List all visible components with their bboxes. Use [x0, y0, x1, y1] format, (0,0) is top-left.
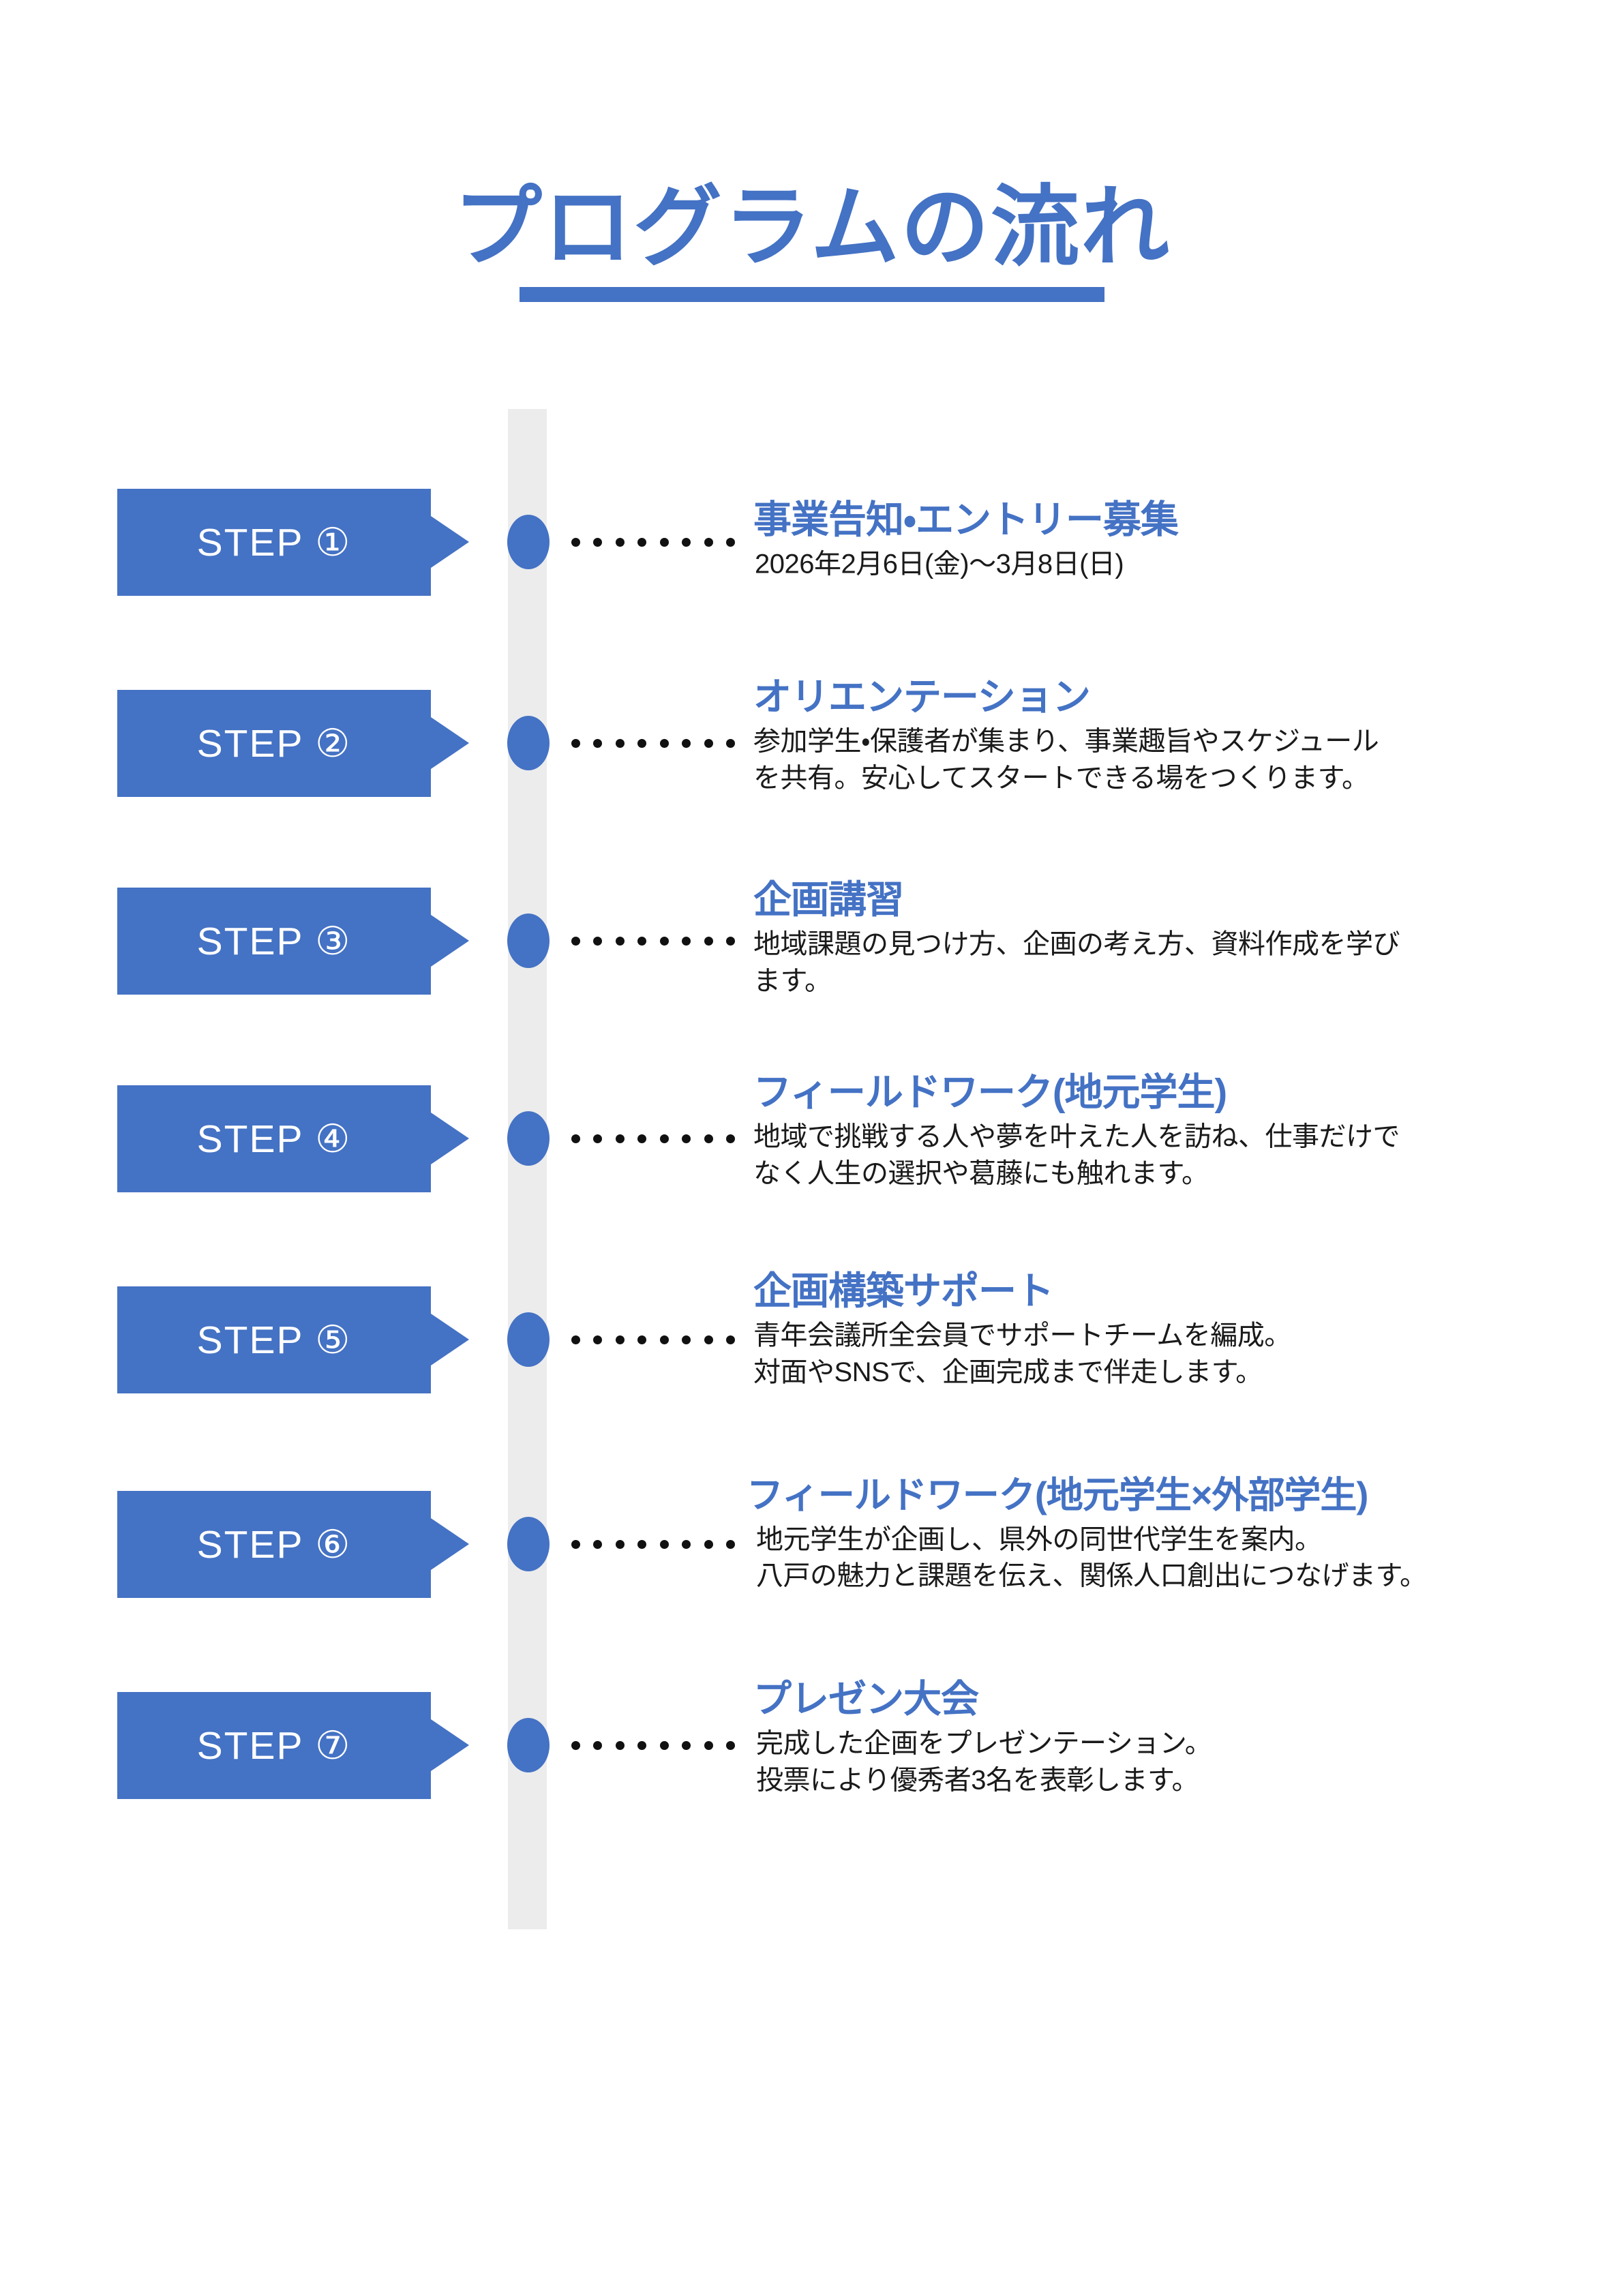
step-chip-6[interactable]: STEP ⑥ [117, 1491, 431, 1598]
step-chip-3[interactable]: STEP ③ [117, 888, 431, 995]
arrow-right-icon [431, 516, 469, 568]
timeline-node-5 [507, 1312, 550, 1367]
step-chip-label-5: STEP ⑤ [196, 1318, 352, 1362]
connector-dots-2 [571, 738, 735, 748]
step-body-7: プレゼン大会 完成した企画をプレゼンテーション。 投票により優秀者3名を表彰しま… [753, 1677, 1558, 1799]
page-title: プログラムの流れ [453, 177, 1171, 277]
title-underline-bar [520, 287, 1104, 302]
step-chip-2[interactable]: STEP ② [117, 690, 431, 797]
step-chip-4[interactable]: STEP ④ [117, 1085, 431, 1192]
timeline-node-2 [507, 716, 550, 770]
step-body-6: フィールドワーク(地元学生×外部学生) 地元学生が企画し、県外の同世代学生を案内… [747, 1474, 1606, 1595]
arrow-right-icon [431, 1113, 469, 1164]
step-heading-7: プレゼン大会 [753, 1677, 979, 1721]
step-description-4: 地域で挑戦する人や夢を叶えた人を訪ね、仕事だけで なく人生の選択や葛藤にも触れま… [753, 1121, 1400, 1189]
connector-dots-1 [571, 537, 735, 547]
step-description-5: 青年会議所全会員でサポートチームを編成。 対面やSNSで、企画完成まで伴走します… [753, 1320, 1291, 1387]
connector-dots-3 [571, 936, 735, 946]
step-chip-label-1: STEP ① [196, 520, 352, 564]
step-chip-1[interactable]: STEP ① [117, 489, 431, 596]
connector-dots-7 [571, 1740, 735, 1750]
step-body-4: フィールドワーク(地元学生) 地域で挑戦する人や夢を叶えた人を訪ね、仕事だけで … [753, 1070, 1558, 1192]
timeline-track [508, 409, 547, 1929]
step-chip-5[interactable]: STEP ⑤ [117, 1286, 431, 1393]
step-heading-6: フィールドワーク(地元学生×外部学生) [747, 1475, 1368, 1516]
arrow-right-icon [431, 1719, 469, 1771]
step-chip-label-6: STEP ⑥ [196, 1522, 352, 1567]
arrow-right-icon [431, 1314, 469, 1365]
step-description-7: 完成した企画をプレゼンテーション。 投票により優秀者3名を表彰します。 [756, 1728, 1212, 1796]
connector-dots-6 [571, 1539, 735, 1549]
timeline-node-7 [507, 1718, 550, 1772]
arrow-right-icon [431, 717, 469, 769]
step-chip-label-7: STEP ⑦ [196, 1723, 352, 1768]
step-heading-1: 事業告知・エントリー募集 [753, 498, 1179, 541]
step-chip-label-2: STEP ② [196, 721, 352, 766]
arrow-right-icon [431, 915, 469, 967]
step-body-5: 企画構築サポート 青年会議所全会員でサポートチームを編成。 対面やSNSで、企画… [753, 1269, 1558, 1391]
step-heading-2: オリエンテーション [753, 675, 1091, 719]
step-heading-3: 企画講習 [753, 877, 904, 921]
step-description-3: 地域課題の見つけ方、企画の考え方、資料作成を学び ます。 [753, 928, 1400, 996]
timeline-node-4 [507, 1111, 550, 1166]
step-chip-7[interactable]: STEP ⑦ [117, 1692, 431, 1799]
timeline-node-6 [507, 1517, 550, 1571]
step-description-1: 2026年2月6日(金)〜3月8日(日) [755, 549, 1124, 579]
step-heading-5: 企画構築サポート [753, 1269, 1054, 1313]
step-chip-label-4: STEP ④ [196, 1117, 352, 1161]
step-body-1: 事業告知・エントリー募集 2026年2月6日(金)〜3月8日(日) [753, 498, 1558, 584]
step-description-2: 参加学生・保護者が集まり、事業趣旨やスケジュール を共有。安心してスタートできる… [753, 726, 1379, 794]
connector-dots-4 [571, 1134, 735, 1143]
connector-dots-5 [571, 1335, 735, 1344]
step-chip-label-3: STEP ③ [196, 919, 352, 963]
step-body-2: オリエンテーション 参加学生・保護者が集まり、事業趣旨やスケジュール を共有。安… [753, 675, 1558, 797]
arrow-right-icon [431, 1518, 469, 1570]
step-heading-4: フィールドワーク(地元学生) [753, 1070, 1227, 1114]
timeline-node-1 [507, 515, 550, 569]
timeline-node-3 [507, 913, 550, 968]
step-description-6: 地元学生が企画し、県外の同世代学生を案内。 八戸の魅力と課題を伝え、関係人口創出… [756, 1524, 1427, 1591]
step-body-3: 企画講習 地域課題の見つけ方、企画の考え方、資料作成を学び ます。 [753, 877, 1558, 999]
